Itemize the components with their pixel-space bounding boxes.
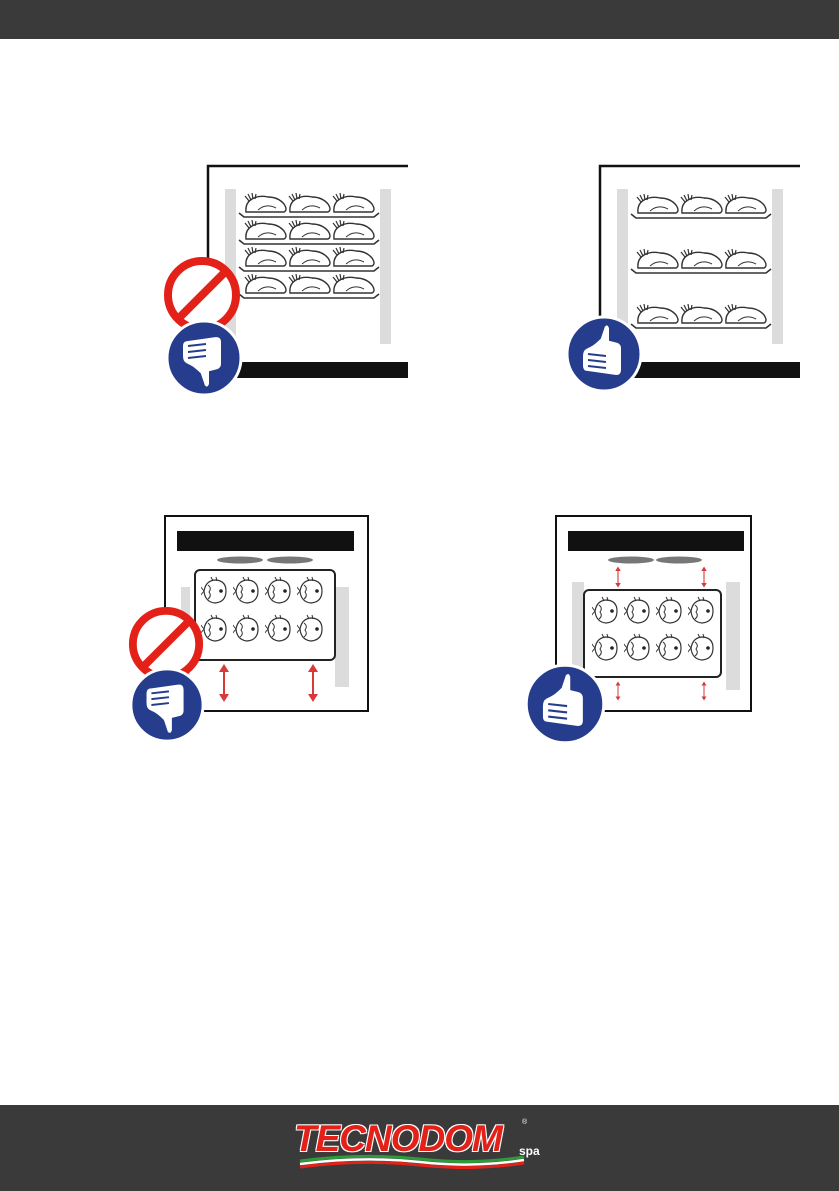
- clearance-arrow-icon: [616, 682, 621, 701]
- figure-shelves-spaced: [560, 160, 804, 400]
- shelf-row-3: [631, 304, 771, 328]
- prohibited-icon: [133, 611, 199, 677]
- thumbs-up-icon: [567, 317, 641, 391]
- shelf-row-2: [631, 249, 771, 273]
- thumbs-down-icon: [131, 669, 203, 741]
- figure-tray-blocking-airflow: [125, 512, 373, 750]
- top-header-bar: [0, 0, 839, 39]
- airflow-arrow-icon: [308, 664, 318, 702]
- clearance-arrow-icon: [702, 682, 707, 701]
- thumbs-down-icon: [167, 321, 241, 395]
- tecnodom-logo: TECNODOM ® spa: [292, 1117, 548, 1169]
- logo-wordmark: TECNODOM: [294, 1119, 502, 1159]
- figure-shelves-overloaded: [160, 160, 412, 400]
- shelf-row-4: [239, 274, 379, 298]
- tray-blocking-airflow-illustration: [125, 512, 373, 750]
- clearance-arrow-icon: [701, 567, 707, 588]
- airflow-arrow-icon: [219, 664, 229, 702]
- shelf-row-3: [239, 247, 379, 271]
- shelf-row-1: [239, 193, 379, 217]
- figure-tray-with-clearance: [522, 512, 770, 750]
- thumbs-up-icon: [526, 665, 604, 743]
- shelf-row-2: [239, 220, 379, 244]
- logo-suffix: spa: [519, 1144, 540, 1158]
- shelf-row-1: [631, 194, 771, 218]
- prohibited-icon: [168, 261, 236, 329]
- clearance-arrow-icon: [615, 567, 621, 588]
- shelves-overloaded-illustration: [160, 160, 412, 400]
- logo-registered-mark: ®: [522, 1119, 527, 1126]
- tray-with-clearance-illustration: [522, 512, 770, 750]
- shelves-spaced-illustration: [560, 160, 804, 400]
